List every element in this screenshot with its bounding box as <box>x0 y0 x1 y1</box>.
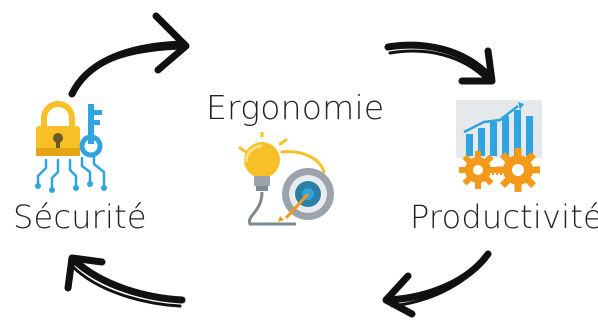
arrow-bottom-right <box>382 250 492 318</box>
label-ergonomie: Ergonomie <box>206 88 385 127</box>
growth-chart-gears-icon <box>456 100 542 192</box>
lightbulb-target-icon <box>238 132 334 226</box>
label-productivite: Productivité <box>410 198 598 236</box>
arrow-top-right <box>384 41 496 85</box>
arrow-bottom-left <box>64 254 186 308</box>
label-securite: Sécurité <box>13 198 147 236</box>
arrow-top-left <box>68 12 190 98</box>
lock-key-circuit-icon <box>35 101 107 193</box>
